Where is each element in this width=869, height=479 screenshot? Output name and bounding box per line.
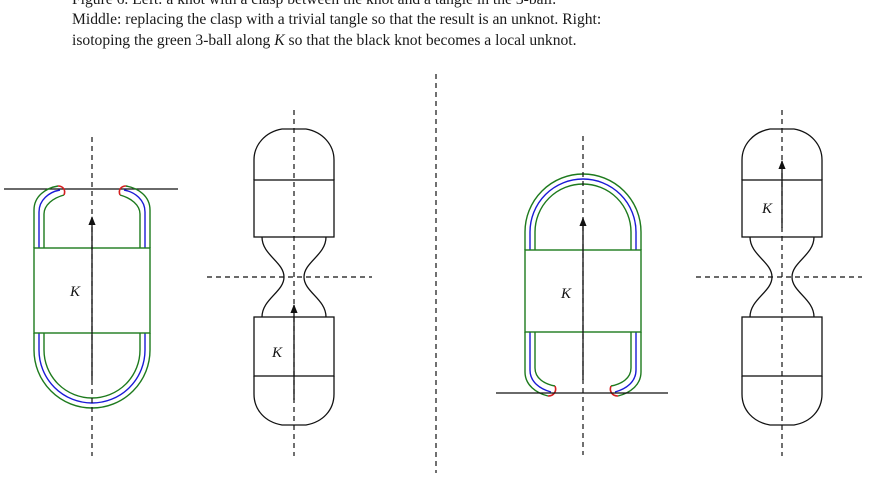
caption-line-2-prefix: isotoping the green 3-ball along bbox=[72, 32, 275, 49]
red-left-cap bbox=[57, 185, 66, 196]
blue-right-hook bbox=[123, 189, 146, 248]
green-inner-bottom-arc bbox=[43, 333, 141, 399]
caption-line-1: Middle: replacing the clasp with a trivi… bbox=[72, 11, 601, 29]
blue-left-hook bbox=[38, 189, 61, 248]
waist-right bbox=[791, 236, 815, 318]
caption-line-2-suffix: so that the black knot becomes a local u… bbox=[284, 32, 577, 49]
blue-right-hook bbox=[614, 332, 637, 393]
knot-label: K bbox=[69, 284, 81, 300]
caption-line-1-text: Middle: replacing the clasp with a trivi… bbox=[72, 11, 602, 28]
knot-label: K bbox=[560, 286, 572, 302]
waist-right bbox=[303, 236, 327, 318]
figure-caption: Figure 6. Left: a knot with a clasp betw… bbox=[0, 0, 869, 60]
panel-middle-trivial-tangle: K bbox=[207, 110, 372, 456]
red-right-cap bbox=[118, 185, 127, 196]
green-outer-right-hook bbox=[125, 185, 151, 248]
knot-label: K bbox=[271, 345, 283, 361]
green-inner-right-hook bbox=[610, 332, 632, 387]
top-cap-curve bbox=[253, 128, 335, 180]
blue-left-hook bbox=[529, 332, 552, 393]
panel-right-local-unknot: K bbox=[496, 136, 668, 455]
caption-line-2: isotoping the green 3-ball along K so th… bbox=[72, 32, 577, 50]
green-outer-right-hook bbox=[617, 332, 642, 397]
blue-top-arc bbox=[529, 178, 637, 250]
panel-left-clasp: K bbox=[4, 137, 178, 456]
panel-far-right-moved: K bbox=[696, 110, 862, 456]
green-inner-left-hook bbox=[43, 194, 65, 248]
green-outer-left-hook bbox=[524, 332, 549, 397]
caption-knot-symbol: K bbox=[274, 32, 285, 49]
knot-label: K bbox=[761, 201, 773, 217]
caption-line-0: Figure 6. Left: a knot with a clasp betw… bbox=[72, 0, 556, 9]
green-outer-left-hook bbox=[33, 185, 59, 248]
green-inner-right-hook bbox=[119, 194, 141, 248]
green-inner-left-hook bbox=[534, 332, 556, 387]
